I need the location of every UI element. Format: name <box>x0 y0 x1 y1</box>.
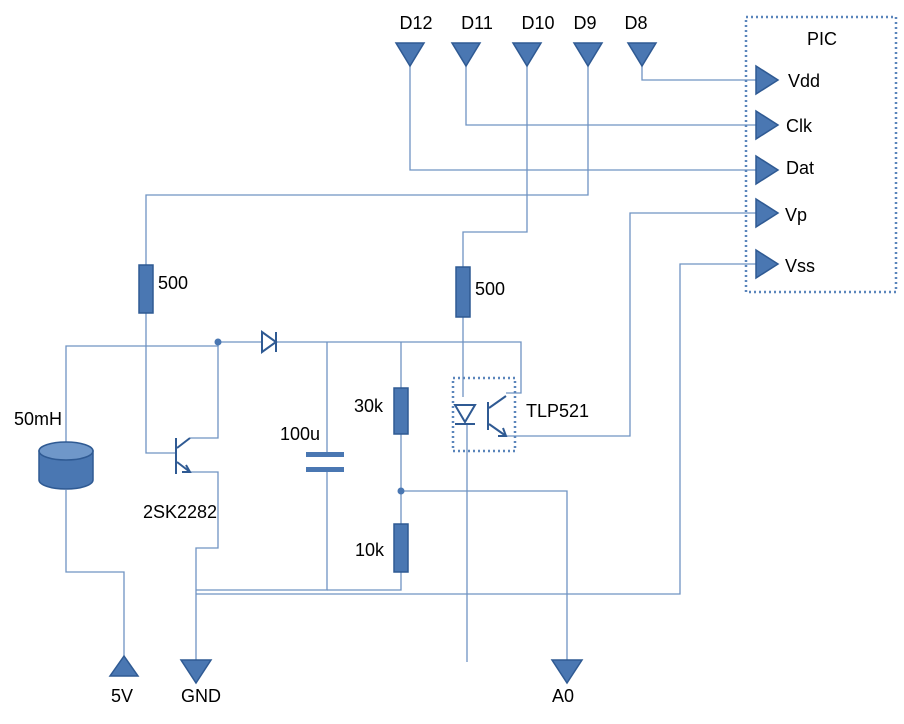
pin-arrow <box>755 64 780 96</box>
wire-vss <box>196 263 756 595</box>
pic-pin-dat: Dat <box>786 158 814 178</box>
connector-label: D9 <box>573 13 596 33</box>
connector-triangle <box>550 659 584 685</box>
transistor-arrow <box>182 464 192 473</box>
capacitor-plate-bottom <box>306 467 344 472</box>
pic-pin-vdd: Vdd <box>788 71 820 91</box>
wire-gnd <box>190 471 219 660</box>
pin-arrow <box>755 154 780 186</box>
connector-triangle <box>179 659 213 685</box>
transistor: 2SK2282 <box>143 437 217 522</box>
diode-triangle <box>261 330 278 354</box>
resistor-30k: 30k <box>354 387 409 435</box>
wire-a0 <box>401 490 568 660</box>
resistor-label: 30k <box>354 396 384 416</box>
junction-dot <box>214 338 222 346</box>
resistor-opto: 500 <box>455 266 505 318</box>
inductor-top <box>38 441 94 461</box>
connector-label: D12 <box>399 13 432 33</box>
transistor-collector <box>176 437 191 449</box>
resistor-body <box>455 266 471 318</box>
resistor-label: 500 <box>475 279 505 299</box>
inductor-body <box>38 450 94 490</box>
led-triangle <box>453 404 477 424</box>
pin-arrow <box>755 197 780 229</box>
connector-gnd: GND <box>179 659 221 706</box>
wire-vp <box>506 212 756 437</box>
connector-triangle <box>108 654 140 677</box>
capacitor-plate-top <box>306 452 344 457</box>
optocoupler-outline <box>451 376 517 453</box>
wire-hv-rail <box>276 341 522 394</box>
capacitor: 100u <box>280 424 344 472</box>
inductor: 50mH <box>14 409 94 490</box>
connector-label: D10 <box>521 13 554 33</box>
connector-d11: D11 <box>450 13 493 68</box>
resistor-body <box>393 523 409 573</box>
resistor-label: 500 <box>158 273 188 293</box>
wire-d10-r500 <box>462 66 528 267</box>
connector-label: 5V <box>111 686 133 706</box>
phototransistor-collector <box>488 395 507 409</box>
diode <box>261 330 278 354</box>
connector-label: D8 <box>624 13 647 33</box>
optocoupler-label: TLP521 <box>526 401 589 421</box>
pic-pin-clk: Clk <box>786 116 813 136</box>
resistor-body <box>393 387 409 435</box>
connector-label: A0 <box>552 686 574 706</box>
connector-d10: D10 <box>511 13 555 68</box>
wires <box>65 66 756 662</box>
connector-label: GND <box>181 686 221 706</box>
connector-a0: A0 <box>550 659 584 706</box>
resistor-base: 500 <box>138 264 188 314</box>
pic-title: PIC <box>807 29 837 49</box>
resistor-body <box>138 264 154 314</box>
connector-5v: 5V <box>108 654 140 706</box>
connector-d9: D9 <box>572 13 604 68</box>
transistor-label: 2SK2282 <box>143 502 217 522</box>
wire-10k-bottom <box>327 572 402 591</box>
resistor-label: 10k <box>355 540 385 560</box>
resistor-10k: 10k <box>355 523 409 573</box>
phototransistor-emitter <box>488 423 507 437</box>
connector-triangle <box>626 42 658 68</box>
wire-collector <box>190 342 219 439</box>
connector-triangle <box>394 42 426 68</box>
connector-d12: D12 <box>394 13 433 68</box>
pin-arrow <box>755 248 780 280</box>
wire-r500-base <box>145 313 175 454</box>
phototransistor-arrow <box>498 427 508 437</box>
wire-d12-dat <box>409 66 756 171</box>
capacitor-label: 100u <box>280 424 320 444</box>
pic-block: PIC Vdd Clk Dat Vp Vss <box>744 15 898 294</box>
optocoupler: TLP521 <box>451 376 589 453</box>
inductor-label: 50mH <box>14 409 62 429</box>
transistor-emitter <box>176 461 191 473</box>
wire-cap-bottom <box>196 470 328 591</box>
wire-d8-vdd <box>641 66 756 81</box>
connector-triangle <box>450 42 482 68</box>
connector-triangle <box>511 42 543 68</box>
connector-triangle <box>572 42 604 68</box>
wire-d9-r500 <box>145 66 589 265</box>
connector-d8: D8 <box>624 13 658 68</box>
pin-arrow <box>755 109 780 141</box>
wire-l-diode <box>65 341 262 448</box>
junction-dot <box>397 487 405 495</box>
pic-outline <box>744 15 898 294</box>
connector-label: D11 <box>461 13 493 33</box>
wire-5v <box>65 490 125 656</box>
wire-d11-clk <box>465 66 756 126</box>
pic-pin-vss: Vss <box>785 256 815 276</box>
pic-pin-vp: Vp <box>785 205 807 225</box>
